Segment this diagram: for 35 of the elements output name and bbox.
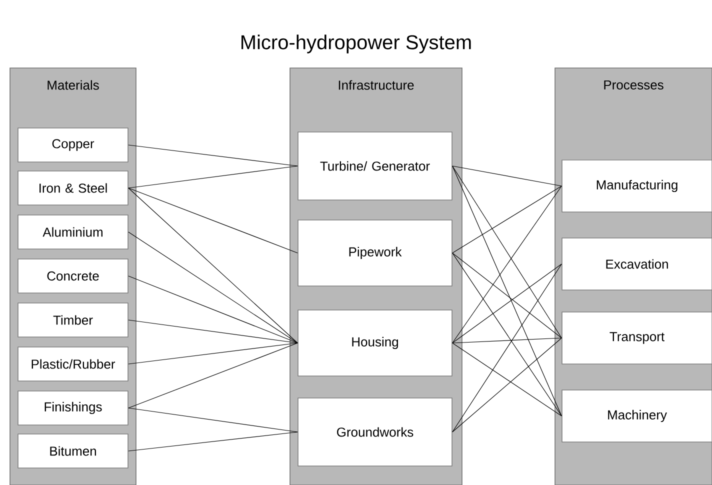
item-box: Excavation bbox=[562, 238, 712, 290]
item-box: Transport bbox=[562, 312, 712, 364]
connector-line bbox=[452, 166, 562, 186]
connector-line bbox=[452, 252, 562, 338]
item-box: Finishings bbox=[18, 390, 128, 426]
item-box: Turbine/ Generator bbox=[298, 132, 452, 200]
connector-line bbox=[452, 338, 562, 344]
connector-line bbox=[128, 144, 298, 166]
connector-line bbox=[128, 276, 298, 344]
item-box: Concrete bbox=[18, 258, 128, 294]
item-box: Timber bbox=[18, 302, 128, 338]
item-box: Plastic/Rubber bbox=[18, 346, 128, 382]
connector-line bbox=[452, 264, 562, 344]
connector-line bbox=[128, 166, 298, 188]
item-box: Iron & Steel bbox=[18, 170, 128, 206]
item-box: Groundworks bbox=[298, 398, 452, 466]
item-box: Pipework bbox=[298, 220, 452, 286]
item-box: Bitumen bbox=[18, 434, 128, 468]
item-box: Aluminium bbox=[18, 214, 128, 250]
connector-line bbox=[128, 408, 298, 432]
connector-line bbox=[452, 186, 562, 254]
connector-line bbox=[128, 342, 298, 364]
connector-line bbox=[452, 338, 562, 432]
connector-line bbox=[128, 432, 298, 452]
connector-line bbox=[452, 342, 562, 416]
connector-line bbox=[128, 320, 298, 344]
item-box: Machinery bbox=[562, 390, 712, 442]
title: Micro-hydropower System bbox=[242, 34, 471, 54]
item-box: Housing bbox=[298, 310, 452, 376]
connector-line bbox=[128, 342, 298, 408]
connector-line bbox=[452, 166, 562, 416]
item-box: Copper bbox=[18, 128, 128, 162]
connector-line bbox=[128, 188, 298, 344]
item-box: Manufacturing bbox=[562, 160, 712, 212]
connector-line bbox=[128, 232, 298, 344]
